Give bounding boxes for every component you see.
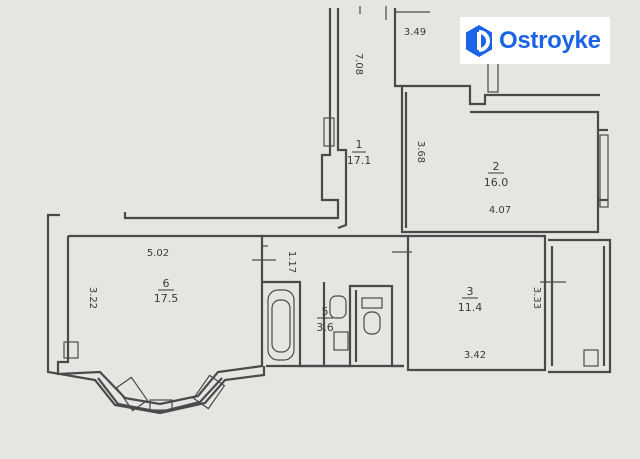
sink-icon <box>329 295 347 319</box>
dim-room2-bottom: 4.07 <box>489 205 511 216</box>
dim-corridor-length: 7.08 <box>353 53 364 75</box>
dimension-labels: 3.49 7.08 3.68 4.07 5.02 3.22 1.17 3.33 … <box>87 27 542 361</box>
window-left-corridor <box>323 117 335 147</box>
room-2-number: 2 <box>493 160 500 173</box>
room-6-area: 17.5 <box>154 292 179 305</box>
fixtures <box>63 6 609 412</box>
window-room2 <box>599 134 609 208</box>
corridor-wall-left <box>336 8 348 230</box>
window-bay-center <box>149 399 173 411</box>
room-labels: 1 17.1 2 16.0 3 11.4 5 3.6 6 17.5 <box>154 138 509 334</box>
washer-icon <box>333 331 349 351</box>
dim-hall-narrow: 1.17 <box>286 251 297 273</box>
room-3-number: 3 <box>467 285 474 298</box>
room6-inner-wall <box>56 234 264 406</box>
room-3-area: 11.4 <box>458 301 483 314</box>
outer-wall <box>123 8 340 220</box>
dim-room3-bottom: 3.42 <box>464 350 486 361</box>
room-1-number: 1 <box>356 138 363 151</box>
room-6-number: 6 <box>163 277 170 290</box>
dim-top: 3.49 <box>404 27 426 38</box>
outer-wall-room6 <box>46 213 266 415</box>
walls <box>46 8 612 415</box>
balcony-walls <box>548 238 612 374</box>
room-5-area: 3.6 <box>316 321 334 334</box>
room-5-number: 5 <box>322 305 329 318</box>
dim-room6-top: 5.02 <box>147 248 169 259</box>
bathroom-walls <box>262 280 404 368</box>
window-bay-right <box>192 374 226 410</box>
column-balcony <box>583 349 599 367</box>
dim-room6-left: 3.22 <box>87 287 98 309</box>
room3-walls <box>402 234 547 372</box>
bay-window <box>97 377 223 414</box>
toilet-icon <box>363 311 381 335</box>
ostroyke-logo-icon <box>466 24 492 57</box>
room-2-area: 16.0 <box>484 176 509 189</box>
window-bay-left <box>115 376 149 412</box>
room2-walls <box>400 86 600 234</box>
ostroyke-logo[interactable]: Ostroyke <box>460 17 610 64</box>
bathtub-inner-icon <box>271 299 291 353</box>
toilet-tank-icon <box>361 297 383 309</box>
bathtub-icon <box>267 289 295 361</box>
room-1-area: 17.1 <box>347 154 372 167</box>
dim-room2-left: 3.68 <box>415 141 426 163</box>
corridor-wall-right <box>393 8 600 106</box>
ostroyke-logo-text: Ostroyke <box>499 26 601 54</box>
dim-room3-right: 3.33 <box>531 287 542 309</box>
column-room6 <box>63 341 79 359</box>
